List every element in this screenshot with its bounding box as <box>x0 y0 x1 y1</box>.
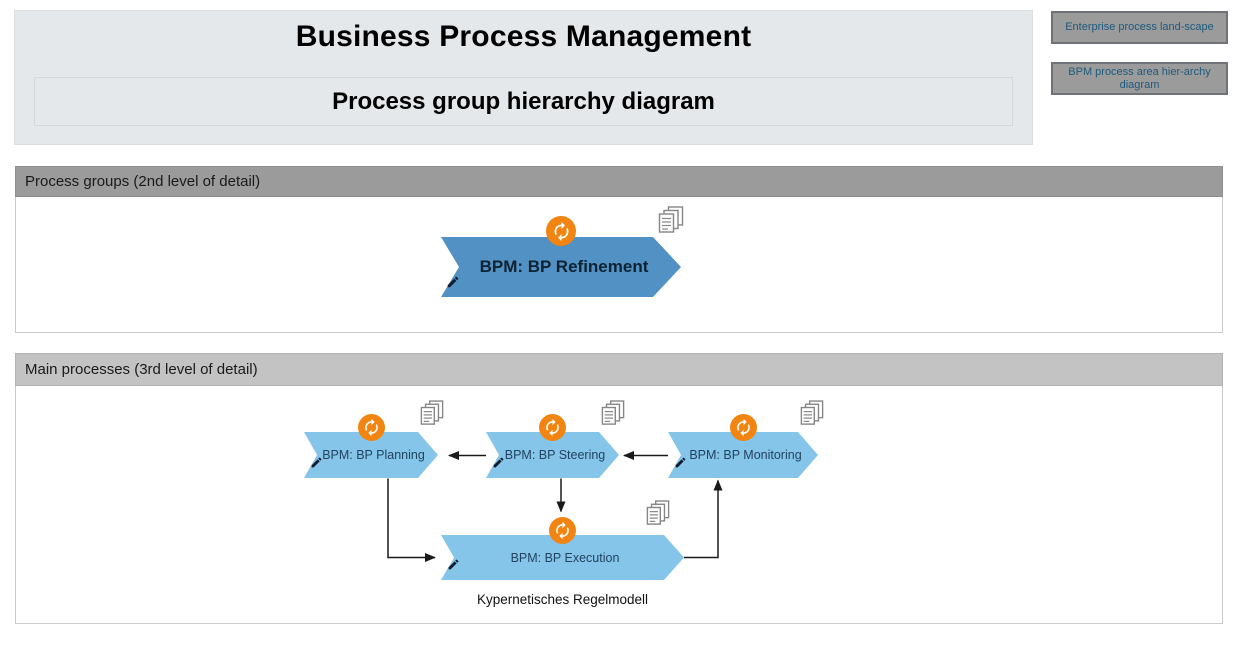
planning-chevron[interactable]: BPM: BP Planning <box>304 432 438 478</box>
execution-label: BPM: BP Execution <box>510 550 620 565</box>
model-caption: Kypernetisches Regelmodell <box>476 592 649 607</box>
documents-icon[interactable] <box>658 206 684 240</box>
refinement-label: BPM: BP Refinement <box>479 257 649 276</box>
process-shape-execution[interactable]: BPM: BP Execution <box>441 500 684 580</box>
main-processes-section-body: BPM: BP Planning <box>15 386 1223 624</box>
refresh-icon <box>729 414 757 441</box>
process-groups-section-body: BPM: BP Refinement <box>15 197 1223 333</box>
refresh-icon <box>546 216 576 246</box>
masthead: Business Process Management Process grou… <box>14 10 1033 145</box>
refresh-icon <box>549 517 576 544</box>
process-shape-monitoring[interactable]: BPM: BP Monitoring <box>668 400 824 478</box>
documents-icon[interactable] <box>800 400 824 432</box>
bpm-process-area-hierarchy-button[interactable]: BPM process area hier-archy diagram <box>1051 62 1228 95</box>
main-processes-section: Main processes (3rd level of detail) BPM… <box>15 353 1223 624</box>
planning-label: BPM: BP Planning <box>322 448 425 462</box>
refresh-icon <box>357 414 385 441</box>
monitoring-label: BPM: BP Monitoring <box>689 448 802 462</box>
refresh-icon <box>539 414 566 441</box>
refinement-chevron[interactable]: BPM: BP Refinement <box>441 237 681 297</box>
pencil-icon <box>447 558 460 576</box>
enterprise-process-landscape-button[interactable]: Enterprise process land-scape <box>1051 11 1228 44</box>
process-groups-section: Process groups (2nd level of detail) BPM… <box>15 166 1223 333</box>
process-shape-steering[interactable]: BPM: BP Steering <box>486 400 625 478</box>
documents-icon[interactable] <box>646 500 670 532</box>
process-shape-refinement[interactable]: BPM: BP Refinement <box>441 206 684 297</box>
main-processes-section-header: Main processes (3rd level of detail) <box>15 353 1223 386</box>
steering-label: BPM: BP Steering <box>504 448 606 462</box>
process-shape-planning[interactable]: BPM: BP Planning <box>304 400 444 478</box>
documents-icon[interactable] <box>601 400 625 432</box>
page-subtitle: Process group hierarchy diagram <box>34 77 1013 126</box>
page-title: Business Process Management <box>295 20 752 53</box>
process-groups-section-header: Process groups (2nd level of detail) <box>15 166 1223 197</box>
documents-icon[interactable] <box>420 400 444 432</box>
pencil-icon <box>492 456 505 474</box>
pencil-icon <box>446 275 460 294</box>
pencil-icon <box>310 456 323 474</box>
pencil-icon <box>674 456 687 474</box>
